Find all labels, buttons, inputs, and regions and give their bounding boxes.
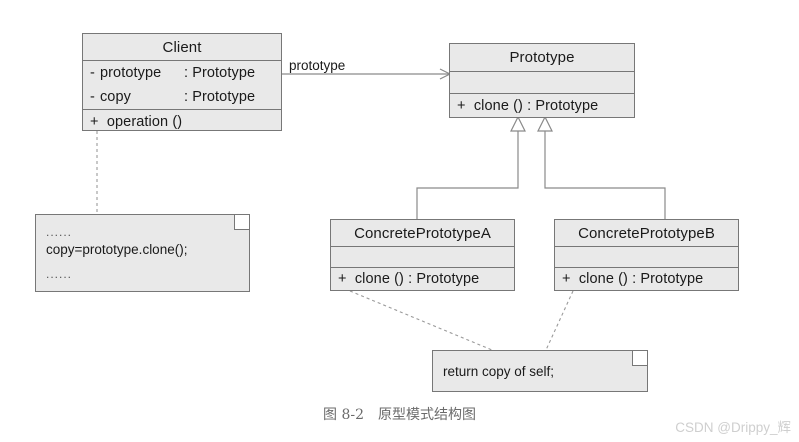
attribute-type: : Prototype xyxy=(183,89,256,105)
attribute-visibility: - xyxy=(90,89,95,105)
class-name-prototype: Prototype xyxy=(509,49,575,66)
class-operation-row: + clone () : Prototype xyxy=(555,267,738,290)
class-attributes-empty xyxy=(555,246,738,267)
dependency-concretea-note xyxy=(349,290,493,351)
note-line: copy=prototype.clone(); xyxy=(46,242,188,257)
class-box-client[interactable]: Client - prototype : Prototype - copy : … xyxy=(82,33,282,131)
figure-caption: 图 8-2 原型模式结构图 xyxy=(323,407,476,423)
note-fold-corner-icon xyxy=(234,215,249,230)
class-box-concreteprototypea[interactable]: ConcretePrototypeA + clone () : Prototyp… xyxy=(330,219,515,291)
attribute-type: : Prototype xyxy=(183,65,256,81)
note-client-code[interactable]: ...... copy=prototype.clone(); ...... xyxy=(35,214,250,292)
class-name-concreteprototypeb: ConcretePrototypeB xyxy=(578,224,715,242)
attribute-visibility: - xyxy=(90,65,95,81)
generalization-b-triangle xyxy=(537,115,553,132)
class-operation-row: + operation () xyxy=(83,109,281,134)
watermark-text: CSDN @Drippy_辉 xyxy=(675,420,791,435)
class-box-concreteprototypeb[interactable]: ConcretePrototypeB + clone () : Prototyp… xyxy=(554,219,739,291)
generalization-b-path xyxy=(544,131,666,219)
note-line: ...... xyxy=(46,267,73,281)
generalization-a-triangle xyxy=(510,115,526,132)
generalization-a-path xyxy=(416,131,519,219)
note-line: ...... xyxy=(46,225,73,239)
association-label-prototype: prototype xyxy=(289,58,346,73)
class-box-prototype[interactable]: Prototype + clone () : Prototype xyxy=(449,43,635,118)
class-attributes-empty xyxy=(450,71,634,93)
note-concrete-return[interactable]: return copy of self; xyxy=(432,350,648,392)
class-attributes-empty xyxy=(331,246,514,267)
class-attribute-row: - prototype : Prototype xyxy=(83,60,281,85)
note-line: return copy of self; xyxy=(443,364,555,379)
class-name-client: Client xyxy=(162,38,202,56)
class-attribute-row: - copy : Prototype xyxy=(83,85,281,109)
attribute-name: copy xyxy=(99,89,131,105)
class-operation-row: + clone () : Prototype xyxy=(331,267,514,290)
attribute-name: prototype xyxy=(99,65,162,81)
class-name-concreteprototypea: ConcretePrototypeA xyxy=(354,224,491,242)
dependency-concreteb-note xyxy=(545,290,574,351)
class-operation-row: + clone () : Prototype xyxy=(450,93,634,117)
note-fold-corner-icon xyxy=(632,351,647,366)
